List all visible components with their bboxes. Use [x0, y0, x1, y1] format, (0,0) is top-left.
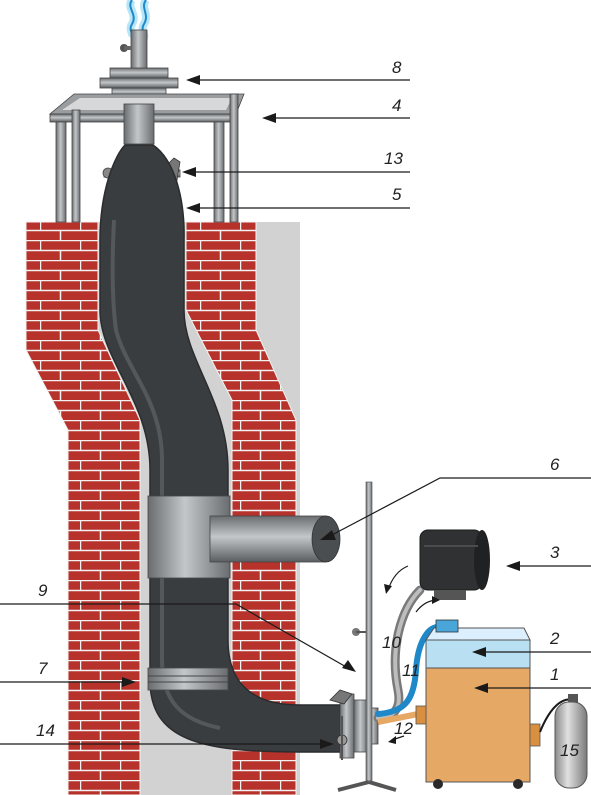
top-outlet-pipe — [130, 29, 148, 71]
coupling-ring — [147, 667, 229, 691]
liner-highlight — [110, 219, 221, 730]
label-6: 6 — [550, 455, 560, 474]
tripod-stand — [337, 481, 397, 792]
flow-arrows-icon — [384, 565, 440, 744]
chimney-wall-right — [185, 221, 297, 795]
chimney-wall-left — [25, 221, 141, 795]
label-15: 15 — [560, 741, 579, 760]
liner-neck — [123, 103, 155, 145]
label-8: 8 — [392, 58, 402, 77]
label-5: 5 — [392, 185, 402, 204]
label-3: 3 — [550, 543, 560, 562]
bottom-end-flange — [329, 689, 379, 760]
label-1: 1 — [550, 665, 559, 684]
blower-unit — [419, 529, 490, 600]
label-14: 14 — [36, 721, 55, 740]
label-4: 4 — [392, 96, 401, 115]
steam-generator — [415, 619, 541, 789]
label-10: 10 — [382, 633, 401, 652]
tee-connector — [147, 495, 341, 579]
label-9: 9 — [38, 581, 48, 600]
label-7: 7 — [38, 659, 48, 678]
gas-cylinder — [539, 694, 588, 789]
callout-leaders — [0, 75, 591, 749]
label-2: 2 — [549, 629, 560, 648]
label-11: 11 — [402, 661, 420, 680]
label-12: 12 — [394, 719, 413, 738]
top-valve-icon — [120, 44, 132, 52]
callout-labels: 8 4 13 5 6 3 9 2 10 7 11 1 12 14 15 — [36, 58, 579, 760]
blue-hose — [375, 623, 447, 717]
label-13: 13 — [384, 149, 403, 168]
